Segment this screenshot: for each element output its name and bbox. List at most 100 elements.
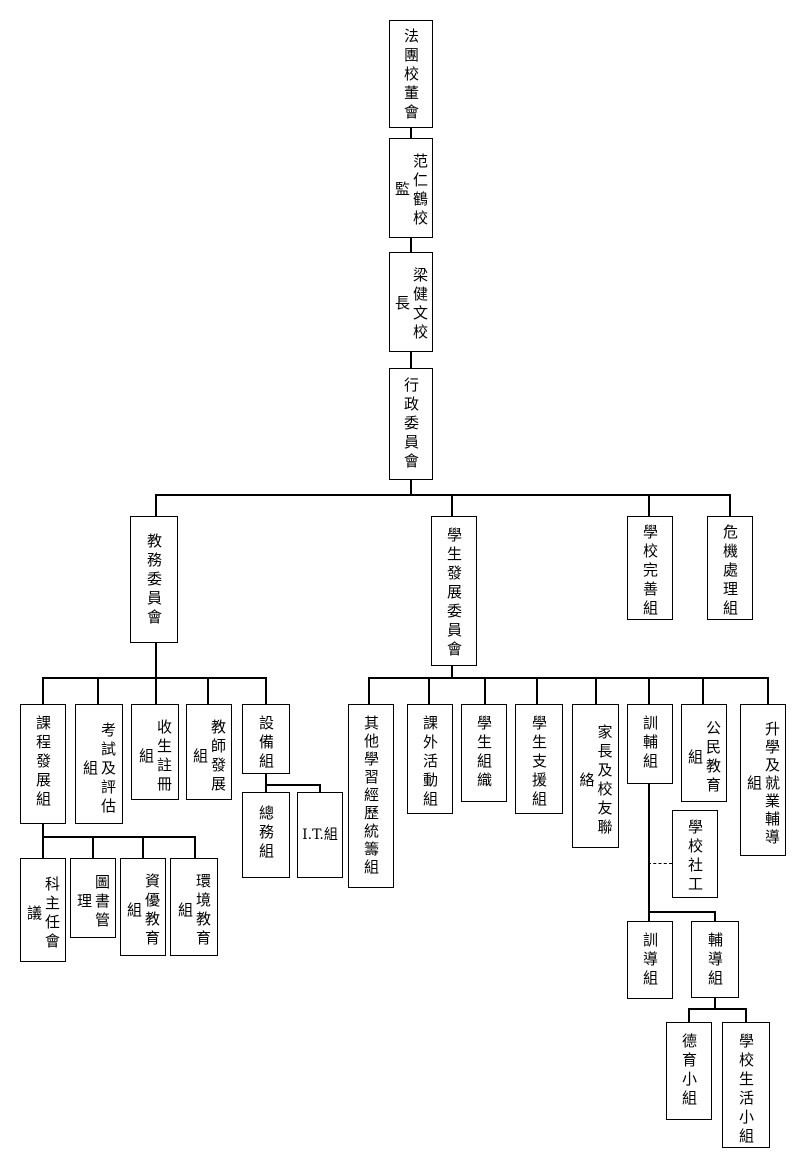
extracurricular-box: 課外活動組 <box>407 704 453 814</box>
admin-committee-box: 行政委員會 <box>389 368 433 480</box>
connector <box>648 784 650 912</box>
guidance-counselling-box: 訓輔組 <box>627 704 673 784</box>
connector <box>410 480 412 494</box>
connector <box>42 677 266 679</box>
connector <box>451 666 453 677</box>
ole-label: 其他學習經歷統籌組 <box>362 715 380 877</box>
connector <box>688 1008 690 1022</box>
general-affairs-box: 總務組 <box>242 792 290 878</box>
connector <box>155 494 157 516</box>
school-life-label: 學校生活小組 <box>737 1033 755 1147</box>
discipline-label: 訓導組 <box>641 932 659 989</box>
teacher-dev-label: 教師發展組 <box>191 719 227 795</box>
environmental-education-box: 環境教育組 <box>170 858 218 956</box>
moral-education-box: 德育小組 <box>666 1022 712 1120</box>
connector <box>319 784 321 792</box>
principal-box: 梁健文校長 <box>389 252 433 352</box>
counselling-box: 輔導組 <box>691 921 739 998</box>
student-support-label: 學生支援組 <box>530 715 548 810</box>
connector <box>745 1008 747 1022</box>
subject-panel-box: 科主任會議 <box>20 858 66 962</box>
crisis-management-box: 危機處理組 <box>707 516 753 620</box>
subject-panel-label: 科主任會議 <box>25 876 61 952</box>
crisis-management-label: 危機處理組 <box>721 524 739 619</box>
connector <box>410 352 412 368</box>
connector <box>42 824 44 836</box>
connector <box>410 128 412 138</box>
dashed-connector <box>648 863 672 864</box>
social-worker-label: 學校社工 <box>686 819 704 895</box>
exam-assessment-box: 考試及評估組 <box>75 704 123 824</box>
connector <box>702 677 704 704</box>
social-worker-box: 學校社工 <box>672 810 718 898</box>
academic-committee-box: 教務委員會 <box>130 516 178 643</box>
library-label: 圖書管理 <box>75 873 111 931</box>
connector <box>484 677 486 704</box>
school-improvement-label: 學校完善組 <box>641 524 659 619</box>
connector <box>97 677 99 704</box>
connector <box>265 784 267 792</box>
further-studies-box: 升學及就業輔導組 <box>740 704 786 856</box>
supervisor-label: 范仁鶴校監 <box>393 152 429 229</box>
student-orgs-box: 學生組織 <box>461 704 507 802</box>
extracurricular-label: 課外活動組 <box>421 715 439 810</box>
admissions-label: 收生註冊組 <box>137 719 173 795</box>
connector <box>648 911 715 913</box>
student-dev-committee-box: 學生發展委員會 <box>431 516 477 666</box>
principal-label: 梁健文校長 <box>393 266 429 343</box>
connector <box>714 911 716 921</box>
connector <box>42 836 195 838</box>
curriculum-dev-label: 課程發展組 <box>34 715 52 810</box>
guidance-counselling-label: 訓輔組 <box>641 715 659 772</box>
ole-box: 其他學習經歷統籌組 <box>348 704 394 888</box>
connector <box>155 677 157 704</box>
connector <box>265 677 267 704</box>
civic-education-box: 公民教育組 <box>681 704 727 802</box>
it-group-label: I.T.組 <box>302 827 338 843</box>
student-dev-committee-label: 學生發展委員會 <box>445 527 463 660</box>
counselling-label: 輔導組 <box>706 932 724 989</box>
moral-education-label: 德育小組 <box>680 1033 698 1109</box>
gifted-education-box: 資優教育組 <box>120 858 166 956</box>
connector <box>688 1008 745 1010</box>
connector <box>648 677 650 704</box>
connector <box>155 643 157 677</box>
connector <box>142 836 144 858</box>
parent-alumni-label: 家長及校友聯絡 <box>577 724 614 838</box>
connector <box>155 494 730 496</box>
supervisor-box: 范仁鶴校監 <box>389 138 433 238</box>
connector <box>42 836 44 858</box>
connector <box>648 911 650 921</box>
connector <box>714 998 716 1008</box>
discipline-box: 訓導組 <box>627 921 673 999</box>
teacher-dev-box: 教師發展組 <box>186 704 232 800</box>
school-life-box: 學校生活小組 <box>722 1022 770 1148</box>
further-studies-label: 升學及就業輔導組 <box>745 721 781 847</box>
connector <box>410 238 412 252</box>
connector <box>194 836 196 858</box>
parent-alumni-box: 家長及校友聯絡 <box>572 704 619 848</box>
board-label: 法團校董會 <box>402 28 420 123</box>
facilities-box: 設備組 <box>242 704 290 774</box>
gifted-education-label: 資優教育組 <box>125 873 161 949</box>
it-group-box: I.T.組 <box>297 792 343 878</box>
connector <box>368 677 768 679</box>
connector <box>265 784 319 786</box>
academic-committee-label: 教務委員會 <box>145 533 163 628</box>
connector <box>368 677 370 704</box>
connector <box>265 774 267 790</box>
connector <box>729 494 731 516</box>
admissions-box: 收生註冊組 <box>131 704 179 800</box>
connector <box>536 677 538 704</box>
connector <box>42 677 44 704</box>
student-support-box: 學生支援組 <box>515 704 563 814</box>
admin-committee-label: 行政委員會 <box>402 377 420 472</box>
library-box: 圖書管理 <box>70 858 116 938</box>
board-box: 法團校董會 <box>389 20 433 128</box>
connector <box>207 677 209 704</box>
civic-education-label: 公民教育組 <box>686 720 722 796</box>
connector <box>92 836 94 858</box>
connector <box>451 494 453 516</box>
student-orgs-label: 學生組織 <box>475 715 493 791</box>
